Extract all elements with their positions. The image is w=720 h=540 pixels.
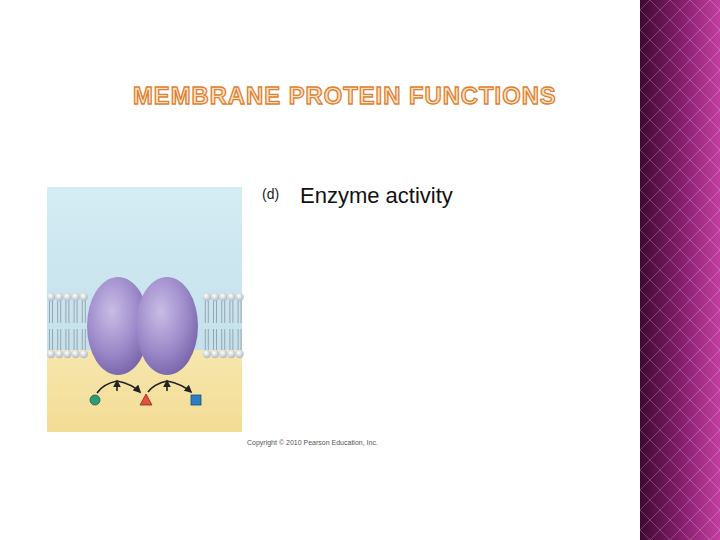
- membrane-illustration: [47, 187, 244, 432]
- panel-letter: (d): [262, 186, 279, 202]
- copyright-note: Copyright © 2010 Pearson Education, Inc.: [247, 439, 378, 446]
- slide-title: MEMBRANE PROTEIN FUNCTIONS: [133, 82, 557, 110]
- side-band: [640, 0, 720, 540]
- function-label: Enzyme activity: [300, 183, 453, 209]
